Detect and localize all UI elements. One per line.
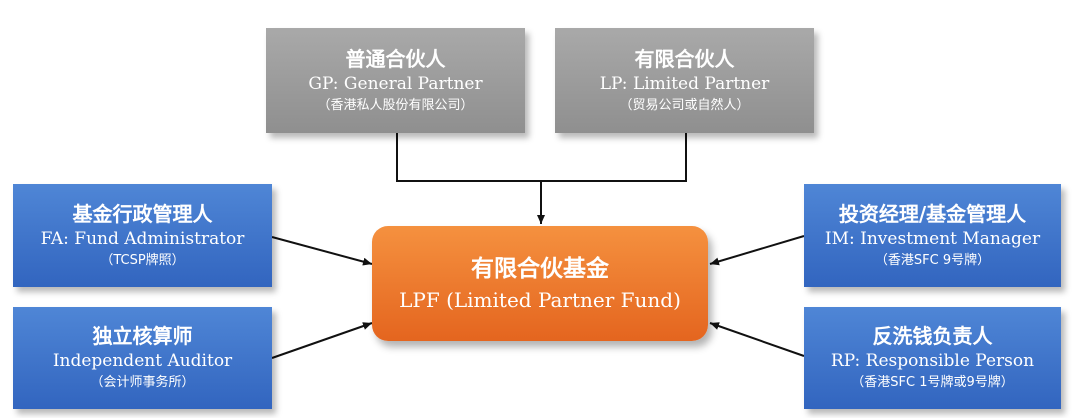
connector-gp-lp-to-lpf [396,133,687,224]
fa-title-zh: 基金行政管理人 [72,201,213,226]
auditor-box: 独立核算师 Independent Auditor （会计师事务所） [13,307,272,409]
fa-box: 基金行政管理人 FA: Fund Administrator （TCSP牌照） [13,184,272,287]
lp-box: 有限合伙人 LP: Limited Partner （贸易公司或自然人） [555,28,814,133]
im-title-en: IM: Investment Manager [824,228,1041,249]
auditor-title-zh: 独立核算师 [92,324,193,348]
lpf-title-en: LPF (Limited Partner Fund) [399,287,681,312]
lp-note: （贸易公司或自然人） [619,97,750,113]
connector-im-to-lpf [709,235,805,266]
gp-note: （香港私人股份有限公司） [317,97,474,113]
im-note: （香港SFC 9号牌） [874,252,991,268]
fa-note: （TCSP牌照） [100,252,185,268]
gp-box: 普通合伙人 GP: General Partner （香港私人股份有限公司） [266,28,525,133]
fa-title-en: FA: Fund Administrator [40,228,245,249]
auditor-title-en: Independent Auditor [52,351,233,371]
auditor-note: （会计师事务所） [90,375,195,390]
rp-title-zh: 反洗钱负责人 [872,324,993,348]
connector-auditor-to-lpf [271,322,373,359]
connector-fa-to-lpf [271,236,373,266]
gp-title-zh: 普通合伙人 [345,46,446,71]
connector-rp-to-lpf [709,322,805,357]
im-title-zh: 投资经理/基金管理人 [838,201,1027,226]
lp-title-zh: 有限合伙人 [634,46,735,71]
lpf-box: 有限合伙基金 LPF (Limited Partner Fund) [372,226,708,341]
lp-title-en: LP: Limited Partner [599,73,770,94]
rp-note: （香港SFC 1号牌或9号牌） [851,375,1014,390]
lpf-title-zh: 有限合伙基金 [471,255,609,282]
rp-title-en: RP: Responsible Person [830,351,1035,371]
gp-title-en: GP: General Partner [308,73,483,94]
rp-box: 反洗钱负责人 RP: Responsible Person （香港SFC 1号牌… [804,307,1061,409]
im-box: 投资经理/基金管理人 IM: Investment Manager （香港SFC… [804,184,1061,287]
